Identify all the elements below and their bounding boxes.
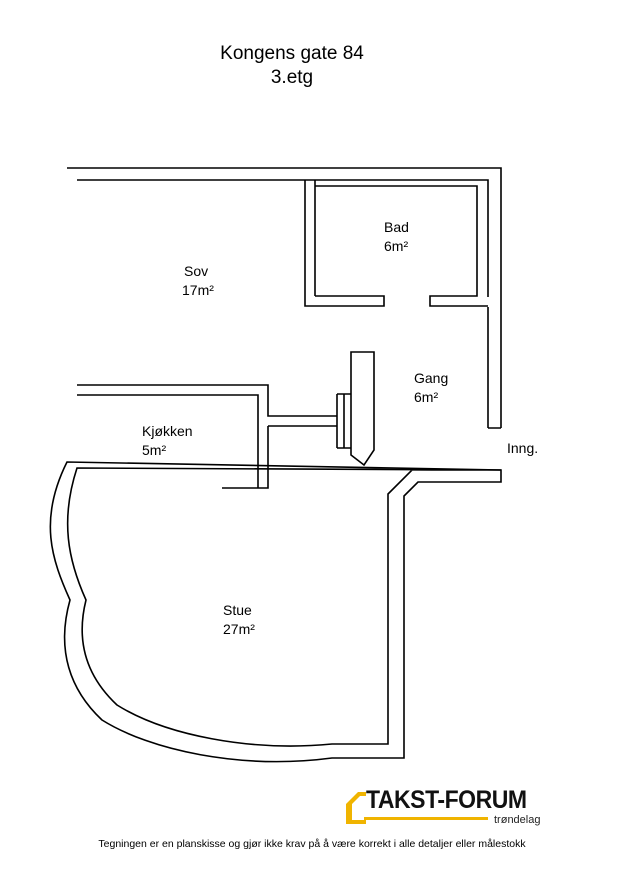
address-title: Kongens gate 84 [220,43,364,64]
room-area-bad: 6m² [384,238,409,254]
room-name-bad: Bad [384,219,409,235]
room-name-sov: Sov [184,263,209,279]
wall-kjokken-right [222,416,337,489]
room-label-kjokken: Kjøkken 5m² [142,422,193,460]
room-label-stue: Stue 27m² [223,601,255,639]
takst-forum-logo: TAKST-FORUM trøndelag [344,786,554,832]
room-name-stue: Stue [223,602,252,618]
room-area-sov: 17m² [182,282,214,298]
wall-sov-bottom [77,384,337,417]
floor-title: 3.etg [270,67,314,88]
outer-wall-outer [49,167,502,763]
logo-region: trøndelag [494,814,541,826]
wall-entrance [488,427,501,471]
room-label-gang: Gang 6m² [414,369,448,407]
logo-brand: TAKST-FORUM [366,786,527,814]
disclaimer-text: Tegningen er en planskisse og gjør ikke … [98,838,526,850]
room-area-kjokken: 5m² [142,442,167,458]
outer-wall-inner [66,179,489,747]
entrance-label: Inng. [507,440,539,456]
room-name-kjokken: Kjøkken [142,423,193,439]
room-name-gang: Gang [414,370,449,386]
logo-underline [364,817,488,820]
room-label-bad: Bad 6m² [384,218,409,256]
wall-bad [315,185,488,307]
room-area-gang: 6m² [414,389,439,405]
wall-closet [336,351,375,467]
wall-sov-right [304,180,348,307]
logo-house-icon [346,792,366,824]
room-label-sov: Sov 17m² [182,262,214,300]
room-area-stue: 27m² [223,621,255,637]
